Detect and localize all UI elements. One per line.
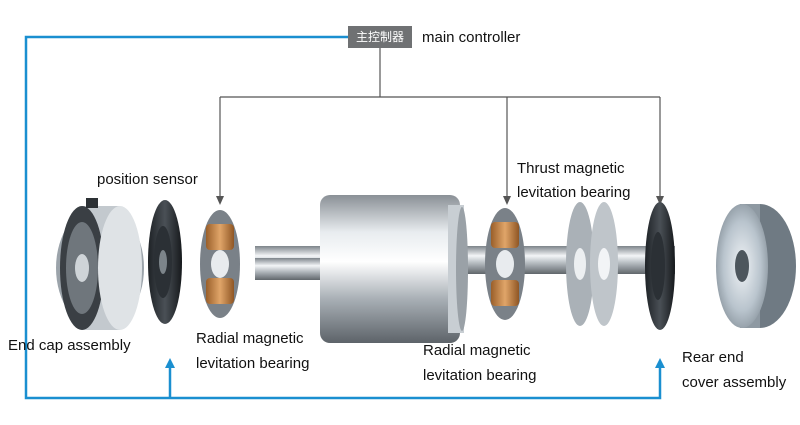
feedback-line [24,35,662,400]
shaft-step [255,258,325,280]
control-arrow-2 [503,196,511,205]
end-cap-assembly-label: End cap assembly [8,337,131,354]
main-controller-label: main controller [422,29,521,46]
rear-end-cover-label-line2: cover assembly [682,374,787,391]
rear-end-cover-label-line1: Rear end [682,349,744,366]
thrust-bearing-discs [566,202,618,326]
rear-disc [645,202,675,330]
radial-bearing-right [485,208,525,320]
thrust-bearing-label-line2: levitation bearing [517,184,631,201]
radial-bearing-left-label-line2: levitation bearing [196,355,310,372]
radial-bearing-right-label-line2: levitation bearing [423,367,537,384]
end-cap-assembly-image [56,198,144,330]
radial-bearing-right-label-line1: Radial magnetic [423,342,531,359]
radial-bearing-left-label-line1: Radial magnetic [196,330,304,347]
radial-bearing-left [200,210,240,318]
control-arrow-3 [656,196,664,205]
main-controller-box: 主控制器 [348,26,412,48]
feedback-arrow-right [655,358,665,368]
thrust-bearing-label-line1: Thrust magnetic [517,160,625,177]
rear-end-cover-image [716,204,796,328]
position-sensor-label: position sensor [97,171,198,188]
feedback-arrow-left [165,358,175,368]
control-lines [219,48,661,200]
control-arrow-1 [216,196,224,205]
rotor-body [320,195,468,343]
position-sensor-disc [148,200,182,324]
